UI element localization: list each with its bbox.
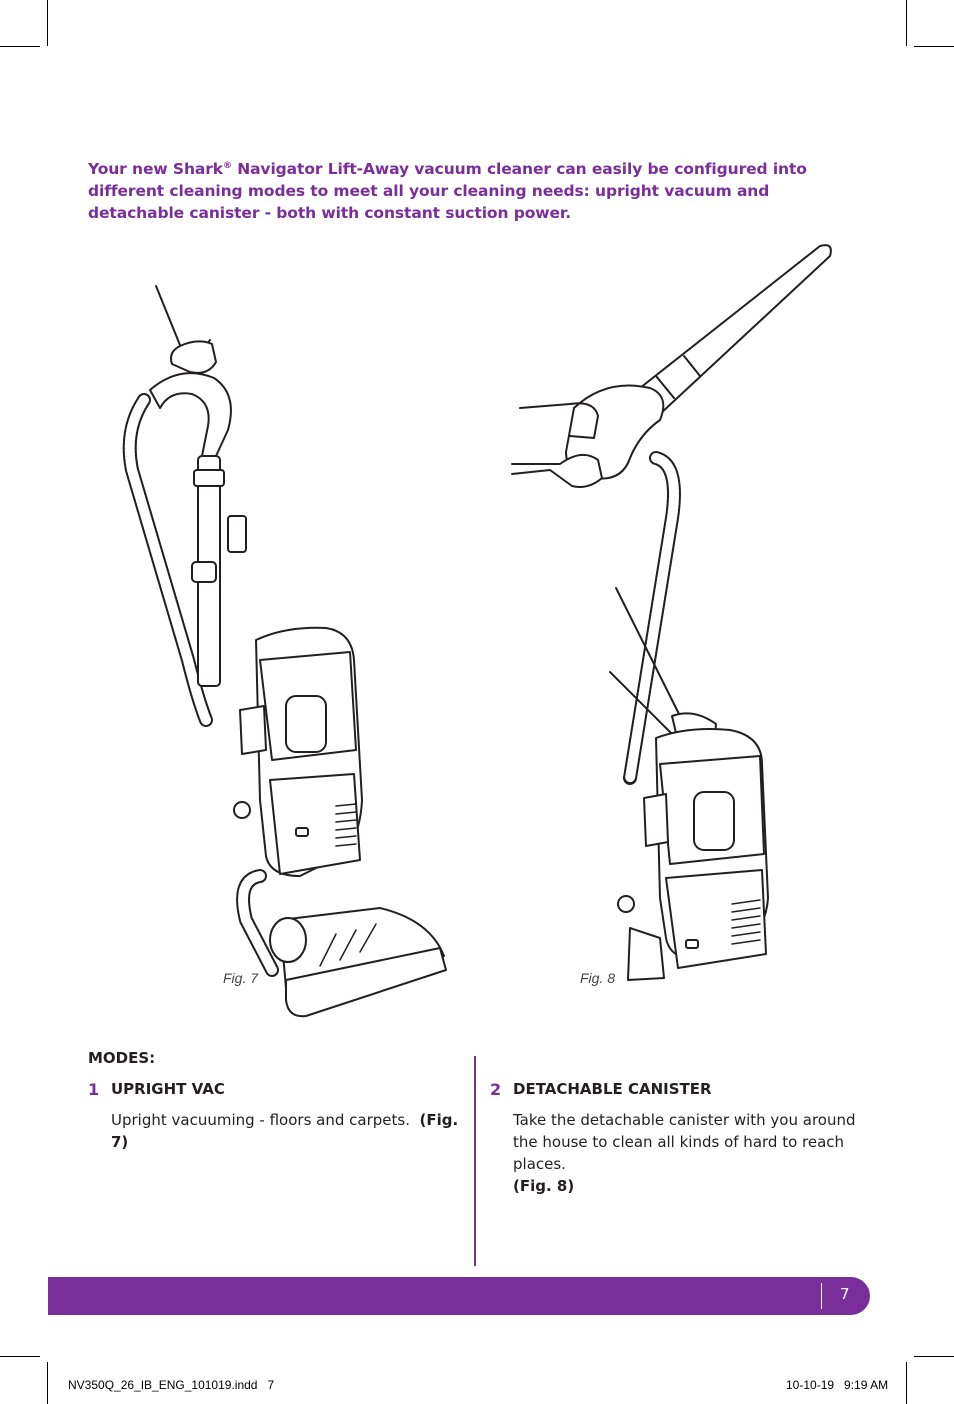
- mode-1-figure-ref: (Fig. 7): [111, 1111, 459, 1151]
- mode-1-text: Upright vacuuming - floors and carpets.: [111, 1111, 410, 1129]
- mode-2-text: Take the detachable canister with you ar…: [513, 1111, 856, 1173]
- crop-mark: [47, 0, 48, 46]
- mode-1-description: Upright vacuuming - floors and carpets. …: [111, 1109, 461, 1153]
- intro-paragraph: Your new Shark® Navigator Lift-Away vacu…: [88, 158, 858, 224]
- mode-1-title: UPRIGHT VAC: [111, 1080, 225, 1098]
- crop-mark: [47, 1362, 48, 1404]
- mode-2-number: 2: [490, 1080, 502, 1099]
- column-divider: [474, 1056, 476, 1266]
- crop-mark: [906, 1362, 907, 1404]
- crop-mark: [906, 0, 907, 46]
- intro-text-start: Your new Shark: [88, 160, 223, 178]
- mode-1-number: 1: [88, 1080, 100, 1099]
- upright-vacuum-illustration: [122, 285, 447, 1018]
- modes-heading: MODES:: [88, 1049, 156, 1067]
- footer-bar: [48, 1277, 870, 1315]
- mode-2-title: DETACHABLE CANISTER: [513, 1080, 712, 1098]
- registered-mark: ®: [223, 160, 232, 171]
- crop-mark: [0, 1356, 40, 1357]
- crop-mark: [914, 1356, 954, 1357]
- mode-2-figure-ref: (Fig. 8): [513, 1177, 575, 1195]
- slug-filename: NV350Q_26_IB_ENG_101019.indd 7: [68, 1378, 275, 1392]
- crop-mark: [914, 46, 954, 47]
- detachable-canister-illustration: [511, 244, 832, 981]
- intro-text-rest: Navigator Lift-Away vacuum cleaner can e…: [88, 160, 807, 222]
- page-number: 7: [840, 1285, 850, 1303]
- mode-2-description: Take the detachable canister with you ar…: [513, 1109, 863, 1197]
- fig8-label: Fig. 8: [580, 970, 616, 986]
- fig7-label: Fig. 7: [223, 970, 259, 986]
- crop-mark: [0, 46, 40, 47]
- footer-separator: [821, 1283, 822, 1309]
- slug-timestamp: 10-10-19 9:19 AM: [786, 1378, 889, 1392]
